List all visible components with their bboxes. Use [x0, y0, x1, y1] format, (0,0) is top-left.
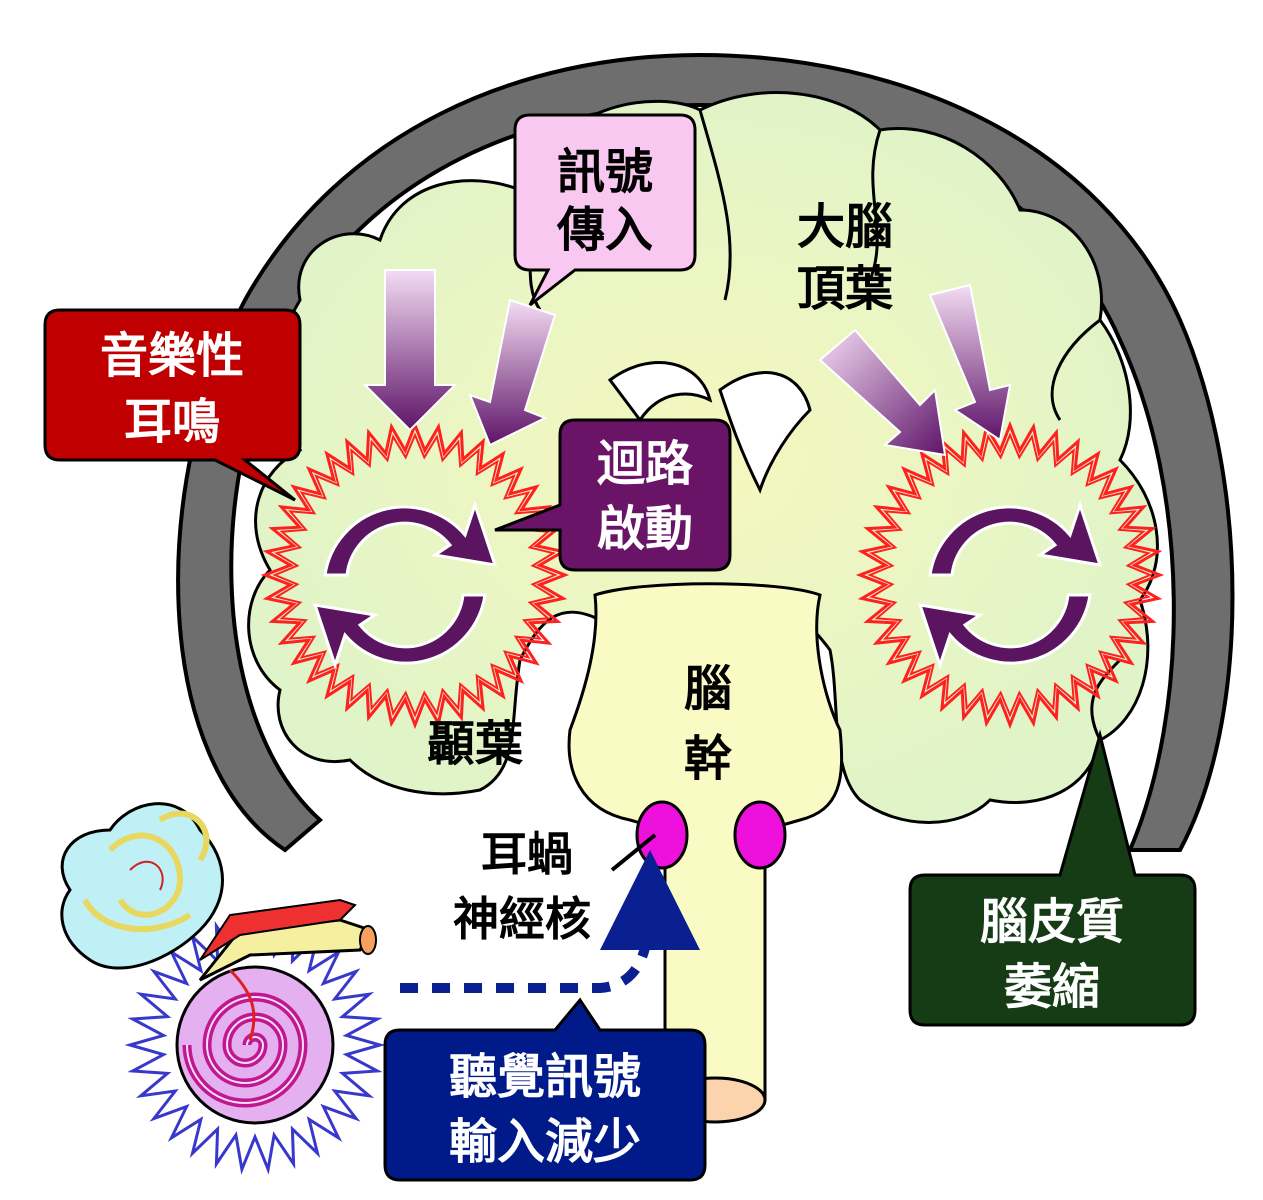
loop-activation-box [494, 418, 732, 572]
cochlear-nucleus-right [733, 800, 787, 870]
cochlear-nucleus-left [635, 800, 689, 870]
reduced-input-label-1: 聽覺訊號 [449, 1049, 641, 1105]
signal-arrow-3 [818, 328, 947, 457]
skull [176, 52, 1235, 853]
burst-left [260, 420, 570, 730]
loop-activation-label-2: 啟動 [597, 501, 693, 557]
sulcus-4 [868, 129, 882, 281]
brainstem-label-1: 腦 [684, 661, 732, 717]
cochlear-nucleus-label-1: 耳蝸 [481, 827, 573, 881]
signal-arrow-4 [928, 283, 1012, 442]
reduced-input-label-2: 輸入減少 [449, 1114, 641, 1170]
signal-in-label-2: 傳入 [556, 202, 653, 258]
signal-arrow-2 [468, 298, 557, 447]
signal-box [513, 113, 697, 307]
cortical-atrophy-box [908, 729, 1197, 1027]
loop-activation-label-1: 迴路 [597, 436, 694, 492]
signal-arrow-1 [362, 269, 458, 432]
burst-left-inner [272, 432, 558, 718]
auditory-input-arrow [400, 850, 700, 993]
sulcus-3 [1050, 318, 1101, 421]
circular-loop-icon-right [917, 500, 1103, 670]
parietal-label-1: 大腦 [797, 199, 893, 255]
cortical-atrophy-label-1: 腦皮質 [980, 894, 1124, 950]
musical-tinnitus-label-1: 音樂性 [100, 328, 244, 384]
musical-tinnitus-label-2: 耳鳴 [124, 394, 220, 450]
reduced-input-box [383, 997, 707, 1182]
brainstem-label-2: 幹 [684, 731, 733, 787]
inner-ear-cochlea-icon [60, 802, 386, 1175]
cochlear-nucleus-label-2: 神經核 [453, 892, 591, 946]
burst-right [855, 420, 1165, 730]
brainstem [567, 582, 844, 1102]
cortical-atrophy-label-2: 萎縮 [1004, 959, 1100, 1015]
burst-right-inner [867, 432, 1153, 718]
signal-in-label-1: 訊號 [557, 144, 653, 200]
temporal-label: 顳葉 [427, 716, 524, 772]
musical-tinnitus-box [43, 308, 302, 502]
sulcus-5 [1090, 658, 1122, 741]
ventricle-right [718, 371, 812, 494]
parietal-label-2: 頂葉 [797, 261, 894, 317]
ventricle-left [607, 361, 713, 423]
circular-loop-icon-left [312, 500, 498, 670]
sulcus-1 [698, 109, 732, 301]
